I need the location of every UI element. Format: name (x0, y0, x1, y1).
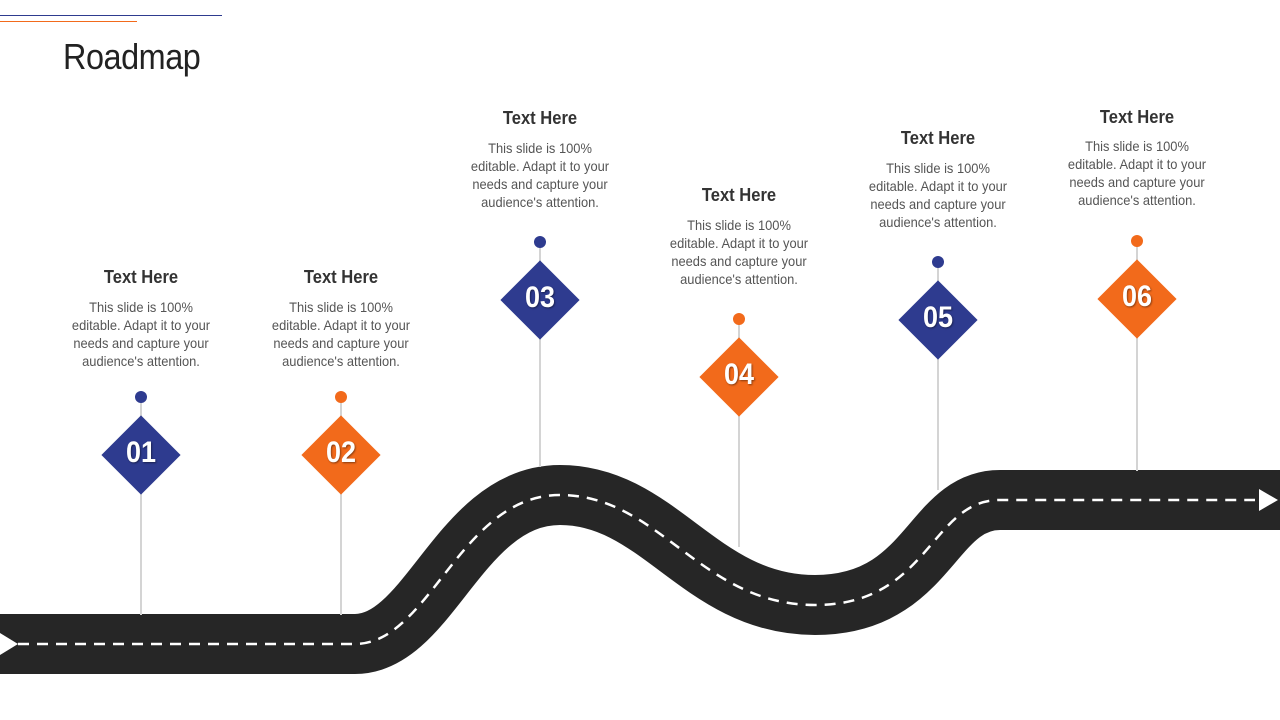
step-5-title: Text Here (900, 128, 976, 148)
step-2-pole (340, 397, 342, 615)
step-4-description: This slide is 100% editable. Adapt it to… (669, 217, 809, 287)
road-start-arrow-icon (0, 633, 18, 655)
step-5-dot (932, 256, 944, 268)
page-title: Roadmap (63, 36, 201, 77)
step-5-description: This slide is 100% editable. Adapt it to… (868, 160, 1008, 230)
step-4-dot (733, 313, 745, 325)
road-end-arrow-icon (1259, 489, 1278, 511)
step-6-pole (1136, 241, 1138, 471)
road-center-line (18, 493, 1255, 646)
step-6-title: Text Here (1099, 107, 1175, 127)
step-6-description: This slide is 100% editable. Adapt it to… (1067, 138, 1207, 208)
step-1-number: 01 (125, 436, 157, 469)
step-5-pole (937, 262, 939, 490)
step-1-title: Text Here (103, 267, 179, 287)
step-5-number: 05 (922, 301, 954, 334)
step-1-pole (140, 397, 142, 615)
step-6-dot (1131, 235, 1143, 247)
step-3-number: 03 (524, 281, 556, 314)
step-2-dot (335, 391, 347, 403)
step-1-description: This slide is 100% editable. Adapt it to… (71, 299, 211, 369)
step-4-title: Text Here (701, 185, 777, 205)
step-3-pole (539, 242, 541, 467)
step-6-number: 06 (1121, 280, 1153, 313)
step-4-pole (738, 319, 740, 547)
step-2-number: 02 (325, 436, 357, 469)
step-2-title: Text Here (303, 267, 379, 287)
road-surface (0, 465, 1280, 674)
step-3-dot (534, 236, 546, 248)
header-accent-line-blue (0, 15, 222, 16)
step-3-title: Text Here (502, 108, 578, 128)
step-3-description: This slide is 100% editable. Adapt it to… (470, 140, 610, 210)
step-1-dot (135, 391, 147, 403)
step-4-number: 04 (723, 358, 755, 391)
header-accent-line-orange (0, 21, 137, 22)
step-2-description: This slide is 100% editable. Adapt it to… (271, 299, 411, 369)
